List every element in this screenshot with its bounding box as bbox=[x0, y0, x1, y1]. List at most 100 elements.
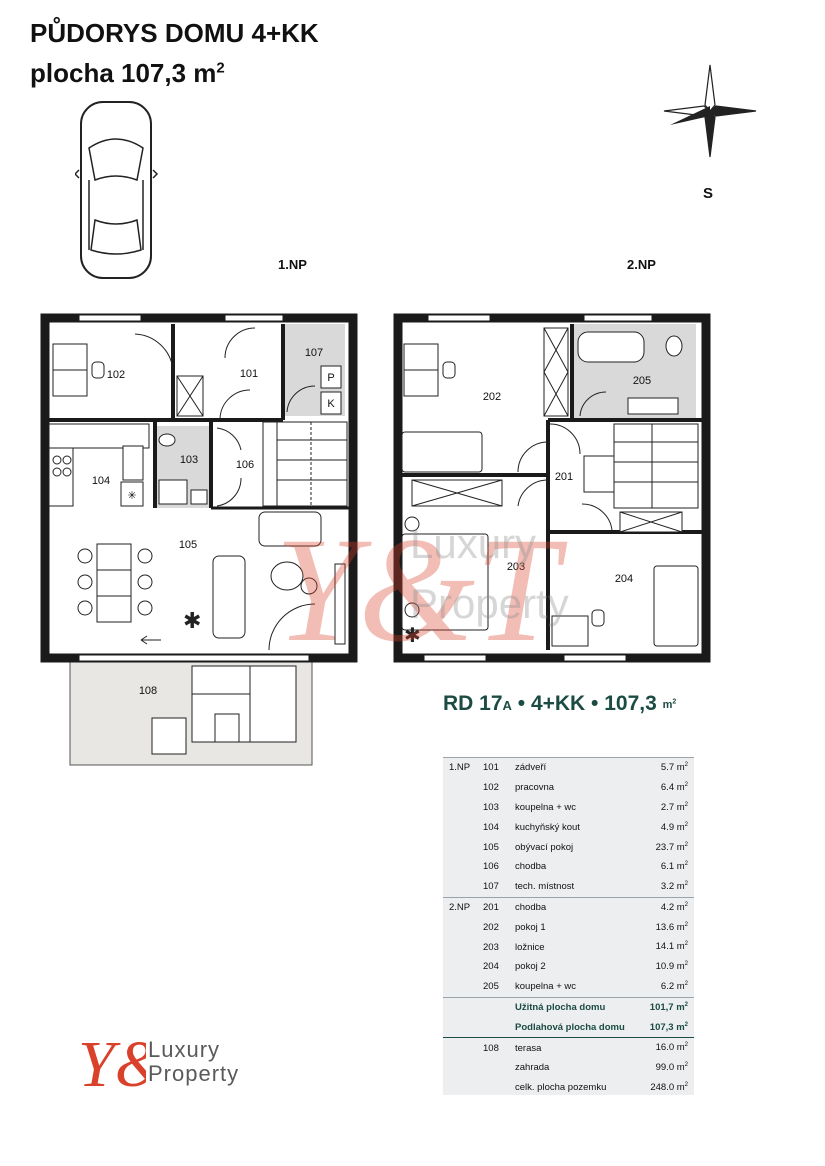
room-label-201: 201 bbox=[555, 471, 573, 483]
room-label-102: 102 bbox=[107, 369, 125, 381]
room-code-cell bbox=[483, 996, 515, 1018]
room-area-cell: 248.0 m2 bbox=[650, 1082, 688, 1094]
floor-cell bbox=[443, 996, 483, 1018]
logo-monogram: Y&T bbox=[78, 1028, 146, 1101]
room-area-cell: 14.1 m2 bbox=[655, 941, 688, 953]
room-label-205: 205 bbox=[633, 375, 651, 387]
logo-text-luxury: Luxury bbox=[148, 1037, 221, 1062]
room-area-cell: 23.7 m2 bbox=[655, 841, 688, 853]
plan-title: PŮDORYS DOMU 4+KK bbox=[30, 18, 319, 48]
room-area-cell: 107,3 m2 bbox=[649, 1021, 688, 1033]
floor-cell bbox=[443, 837, 483, 857]
room-code-cell: 203 bbox=[483, 941, 499, 953]
floor-cell bbox=[443, 1037, 483, 1058]
svg-text:Y&T: Y&T bbox=[78, 1028, 146, 1101]
room-name-cell: koupelna + wc bbox=[515, 981, 576, 993]
floor-cell bbox=[443, 957, 483, 977]
room-label-202: 202 bbox=[483, 391, 501, 403]
logo-text-property: Property bbox=[148, 1061, 240, 1086]
room-area-cell: 3.2 m2 bbox=[660, 881, 688, 893]
floor-cell bbox=[443, 1058, 483, 1078]
room-area-cell: 4.2 m2 bbox=[642, 896, 694, 918]
room-name-cell: pokoj 1 bbox=[515, 921, 546, 933]
room-code-cell: 108 bbox=[483, 1037, 515, 1058]
room-area-cell: 16.0 m2 bbox=[642, 1037, 694, 1058]
room-area-cell: 5.7 m2 bbox=[642, 756, 694, 778]
room-area-cell: 6.4 m2 bbox=[660, 782, 688, 794]
room-label-105: 105 bbox=[179, 539, 197, 551]
table-row: zahrada 99.0 m2 bbox=[443, 1058, 694, 1078]
table-row: 107 tech. místnost 3.2 m2 bbox=[443, 877, 694, 897]
room-code-cell: 205 bbox=[483, 981, 499, 993]
room-area-cell: 4.9 m2 bbox=[660, 821, 688, 833]
floor-cell bbox=[443, 877, 483, 897]
floor-cell bbox=[443, 817, 483, 837]
compass-letter: S bbox=[703, 185, 714, 202]
room-area-cell: 2.7 m2 bbox=[660, 801, 688, 814]
room-area-cell: 6.2 m2 bbox=[660, 981, 688, 993]
room-code-cell: 103 bbox=[483, 801, 499, 813]
room-name-cell: obývací pokoj bbox=[515, 841, 574, 853]
room-label-106: 106 bbox=[236, 459, 254, 471]
room-name-cell: ložnice bbox=[515, 941, 545, 953]
room-name-cell: zahrada bbox=[515, 1062, 550, 1074]
room-code-cell: 204 bbox=[483, 961, 499, 973]
room-code-cell: 101 bbox=[483, 756, 515, 778]
table-row: celk. plocha pozemku 248.0 m2 bbox=[443, 1078, 694, 1098]
floor-label-2np: 2.NP bbox=[627, 257, 656, 272]
table-row: 104 kuchyňský kout 4.9 m2 bbox=[443, 817, 694, 837]
room-code-cell: 104 bbox=[483, 821, 499, 833]
floor-cell bbox=[443, 1017, 483, 1037]
room-label-103: 103 bbox=[180, 454, 198, 466]
room-label-104: 104 bbox=[92, 475, 110, 487]
room-code-cell bbox=[483, 1058, 515, 1078]
svg-text:Y&T: Y&T bbox=[275, 507, 568, 670]
room-area-cell: 6.1 m2 bbox=[660, 861, 688, 873]
floor-cell bbox=[443, 937, 483, 957]
room-name-cell: chodba bbox=[515, 861, 547, 873]
room-code-cell bbox=[483, 1078, 515, 1098]
room-name-cell: celk. plocha pozemku bbox=[515, 1082, 607, 1094]
room-code-cell: 105 bbox=[483, 841, 499, 853]
room-label-204: 204 bbox=[615, 573, 633, 585]
room-label-108: 108 bbox=[139, 685, 157, 697]
room-label-101: 101 bbox=[240, 368, 258, 380]
room-name-cell: tech. místnost bbox=[515, 881, 575, 893]
room-name-cell: pokoj 2 bbox=[515, 961, 546, 973]
table-row: Podlahová plocha domu 107,3 m2 bbox=[443, 1017, 694, 1037]
svg-text:✱: ✱ bbox=[183, 609, 201, 634]
table-row: 105 obývací pokoj 23.7 m2 bbox=[443, 837, 694, 857]
watermark-logo: Y&T Luxury Property bbox=[275, 507, 569, 670]
floor-plan-1np: ✳ ✱ 102 101 107 P K 103 104 106 105 108 bbox=[40, 313, 358, 766]
room-name-cell: zádveří bbox=[515, 756, 643, 778]
room-name-cell: Užitná plocha domu bbox=[515, 996, 643, 1018]
room-code-cell: 202 bbox=[483, 921, 499, 933]
floor-cell bbox=[443, 798, 483, 818]
room-name-cell: chodba bbox=[515, 896, 643, 918]
room-label-107: 107 bbox=[305, 347, 323, 359]
floor-cell bbox=[443, 857, 483, 877]
car-icon bbox=[75, 101, 159, 279]
table-row: 203 ložnice 14.1 m2 bbox=[443, 937, 694, 957]
table-row: 205 koupelna + wc 6.2 m2 bbox=[443, 977, 694, 997]
room-code-cell bbox=[483, 1017, 515, 1037]
tech-mark-p: P bbox=[327, 372, 334, 384]
room-name-cell: terasa bbox=[515, 1037, 643, 1058]
watermark-text-1: Luxury bbox=[410, 520, 536, 567]
room-name-cell: Podlahová plocha domu bbox=[515, 1021, 625, 1033]
room-code-cell: 107 bbox=[483, 881, 499, 893]
room-area-cell: 99.0 m2 bbox=[655, 1062, 688, 1074]
room-label-203: 203 bbox=[507, 561, 525, 573]
floor-cell bbox=[443, 1078, 483, 1098]
compass-rose-icon bbox=[663, 64, 757, 158]
watermark-text-2: Property bbox=[410, 580, 569, 627]
room-name-cell: kuchyňský kout bbox=[515, 821, 580, 833]
room-name-cell: koupelna + wc bbox=[515, 801, 576, 813]
